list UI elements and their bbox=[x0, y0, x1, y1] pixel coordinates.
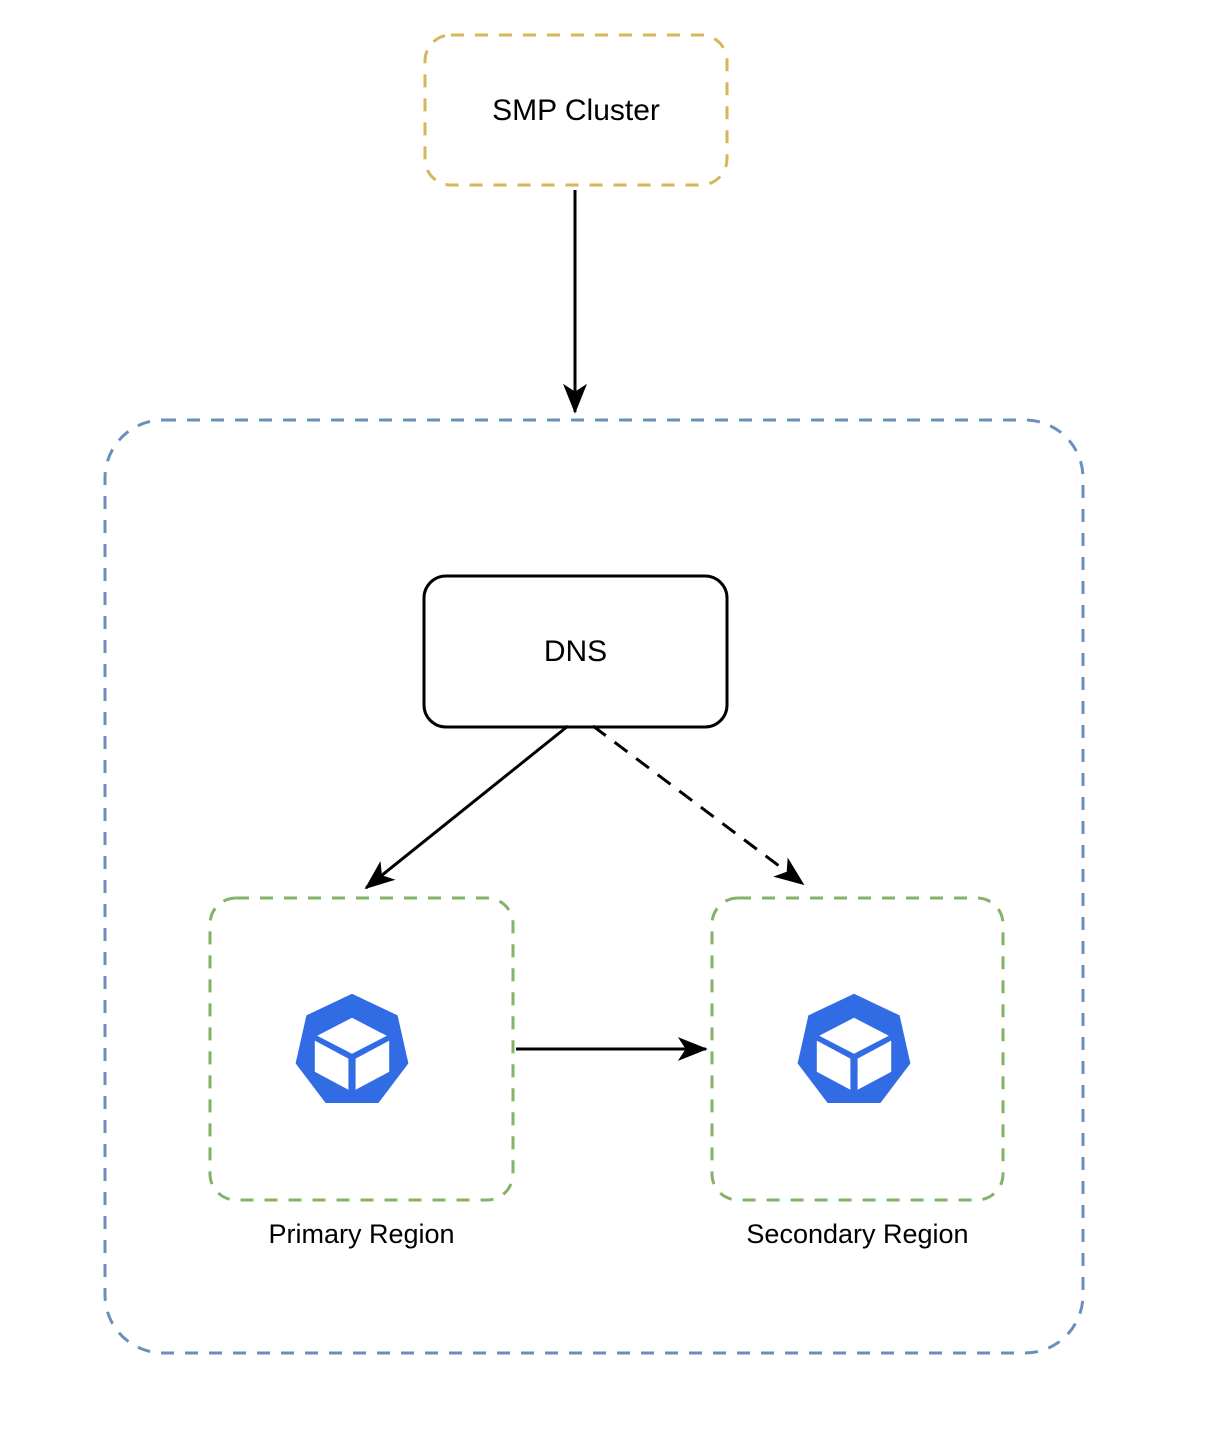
kubernetes-icon bbox=[295, 993, 409, 1103]
primary-region-label: Primary Region bbox=[268, 1219, 455, 1249]
outer-container-boundary bbox=[103, 418, 1085, 1355]
edge-dns-to-primary bbox=[364, 724, 569, 890]
smp-cluster-box[interactable] bbox=[423, 33, 729, 187]
dns-label: DNS bbox=[543, 635, 608, 668]
secondary-region-label: Secondary Region bbox=[746, 1219, 969, 1249]
smp-cluster-label: SMP Cluster bbox=[492, 94, 660, 127]
edge-dns-to-secondary bbox=[592, 724, 805, 886]
dns-box[interactable] bbox=[422, 574, 729, 729]
kubernetes-icon bbox=[797, 993, 911, 1103]
